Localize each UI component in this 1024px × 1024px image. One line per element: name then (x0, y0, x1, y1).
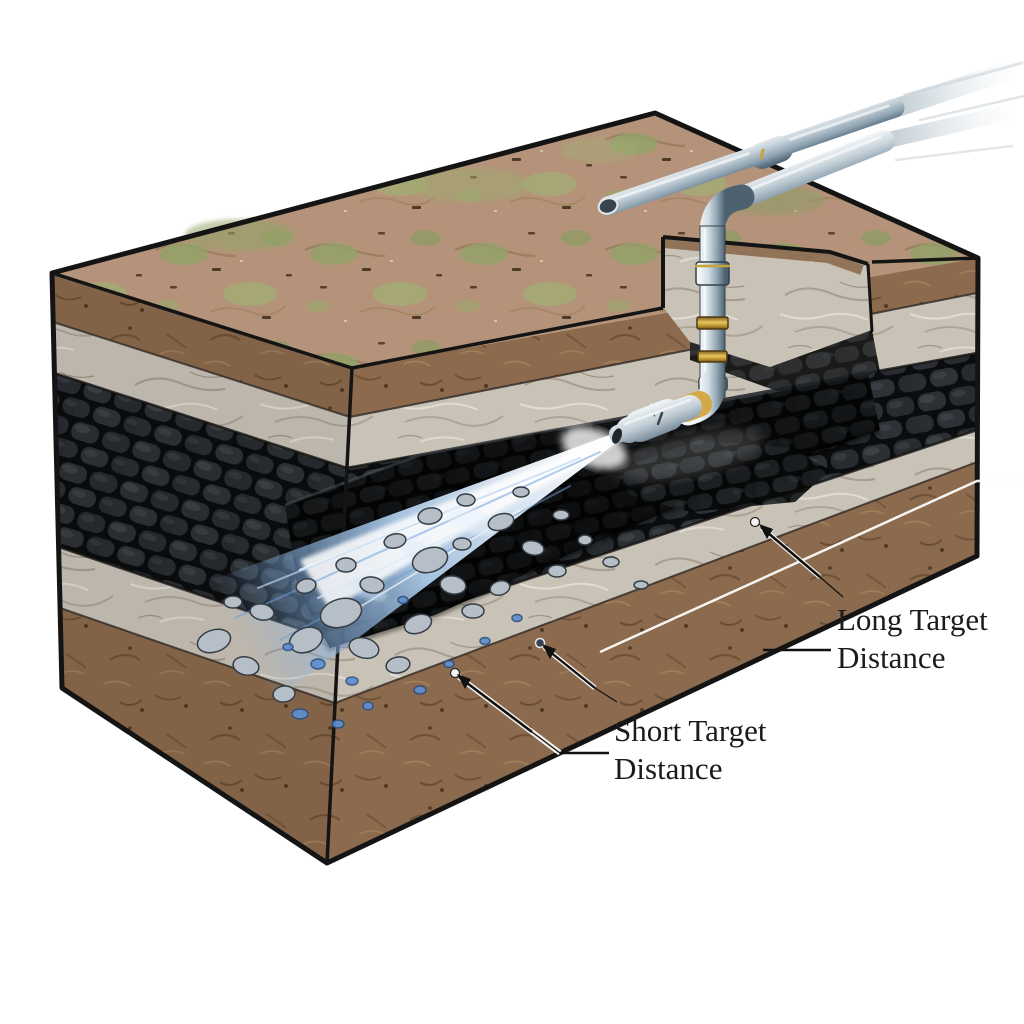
jet-nozzle (609, 369, 725, 444)
label-short-target-line1: Short Target (614, 713, 767, 748)
motion-streak-lower (894, 144, 1014, 162)
left-face (52, 273, 352, 863)
annotations: Long Target Distance Short Target Distan… (449, 477, 1024, 786)
pipe-gold-band-2 (697, 350, 728, 363)
pipe-gold-band-1 (696, 316, 729, 330)
block-outline (49, 110, 981, 866)
layer-subsoil-right (327, 462, 977, 863)
block-front-edges (51, 256, 979, 864)
pipe-open-end (597, 197, 619, 215)
water-jet (173, 426, 764, 703)
target-dot-long (749, 516, 761, 528)
label-short-target-line2: Distance (614, 751, 722, 786)
coal-debris (196, 486, 649, 729)
target-dot-mid (534, 637, 546, 649)
label-long-target-line1: Long Target (837, 602, 988, 637)
piping (597, 60, 1024, 444)
top-face-grass (52, 113, 978, 368)
drill-string-vertical (694, 184, 755, 399)
feed-pipe-upper (597, 60, 1024, 216)
layer-rock-upper-left (53, 322, 350, 468)
label-short-target: Short Target Distance (614, 713, 767, 786)
reference-line-white (599, 477, 1024, 654)
target-dot-short (449, 667, 461, 679)
pipe-coupling (695, 261, 730, 286)
motion-streaks-upper (903, 61, 1024, 122)
leader-line-short (457, 674, 609, 756)
layer-subsoil-left (60, 608, 335, 863)
layer-rock-lower-right (335, 430, 977, 703)
label-long-target: Long Target Distance (837, 602, 988, 675)
leader-line-long (759, 524, 844, 652)
feed-pipe-lower (727, 104, 1018, 210)
nozzle-tip (611, 428, 623, 444)
leader-line-mid (542, 644, 618, 703)
layer-topsoil-left (52, 273, 352, 417)
label-long-target-line2: Distance (837, 640, 945, 675)
